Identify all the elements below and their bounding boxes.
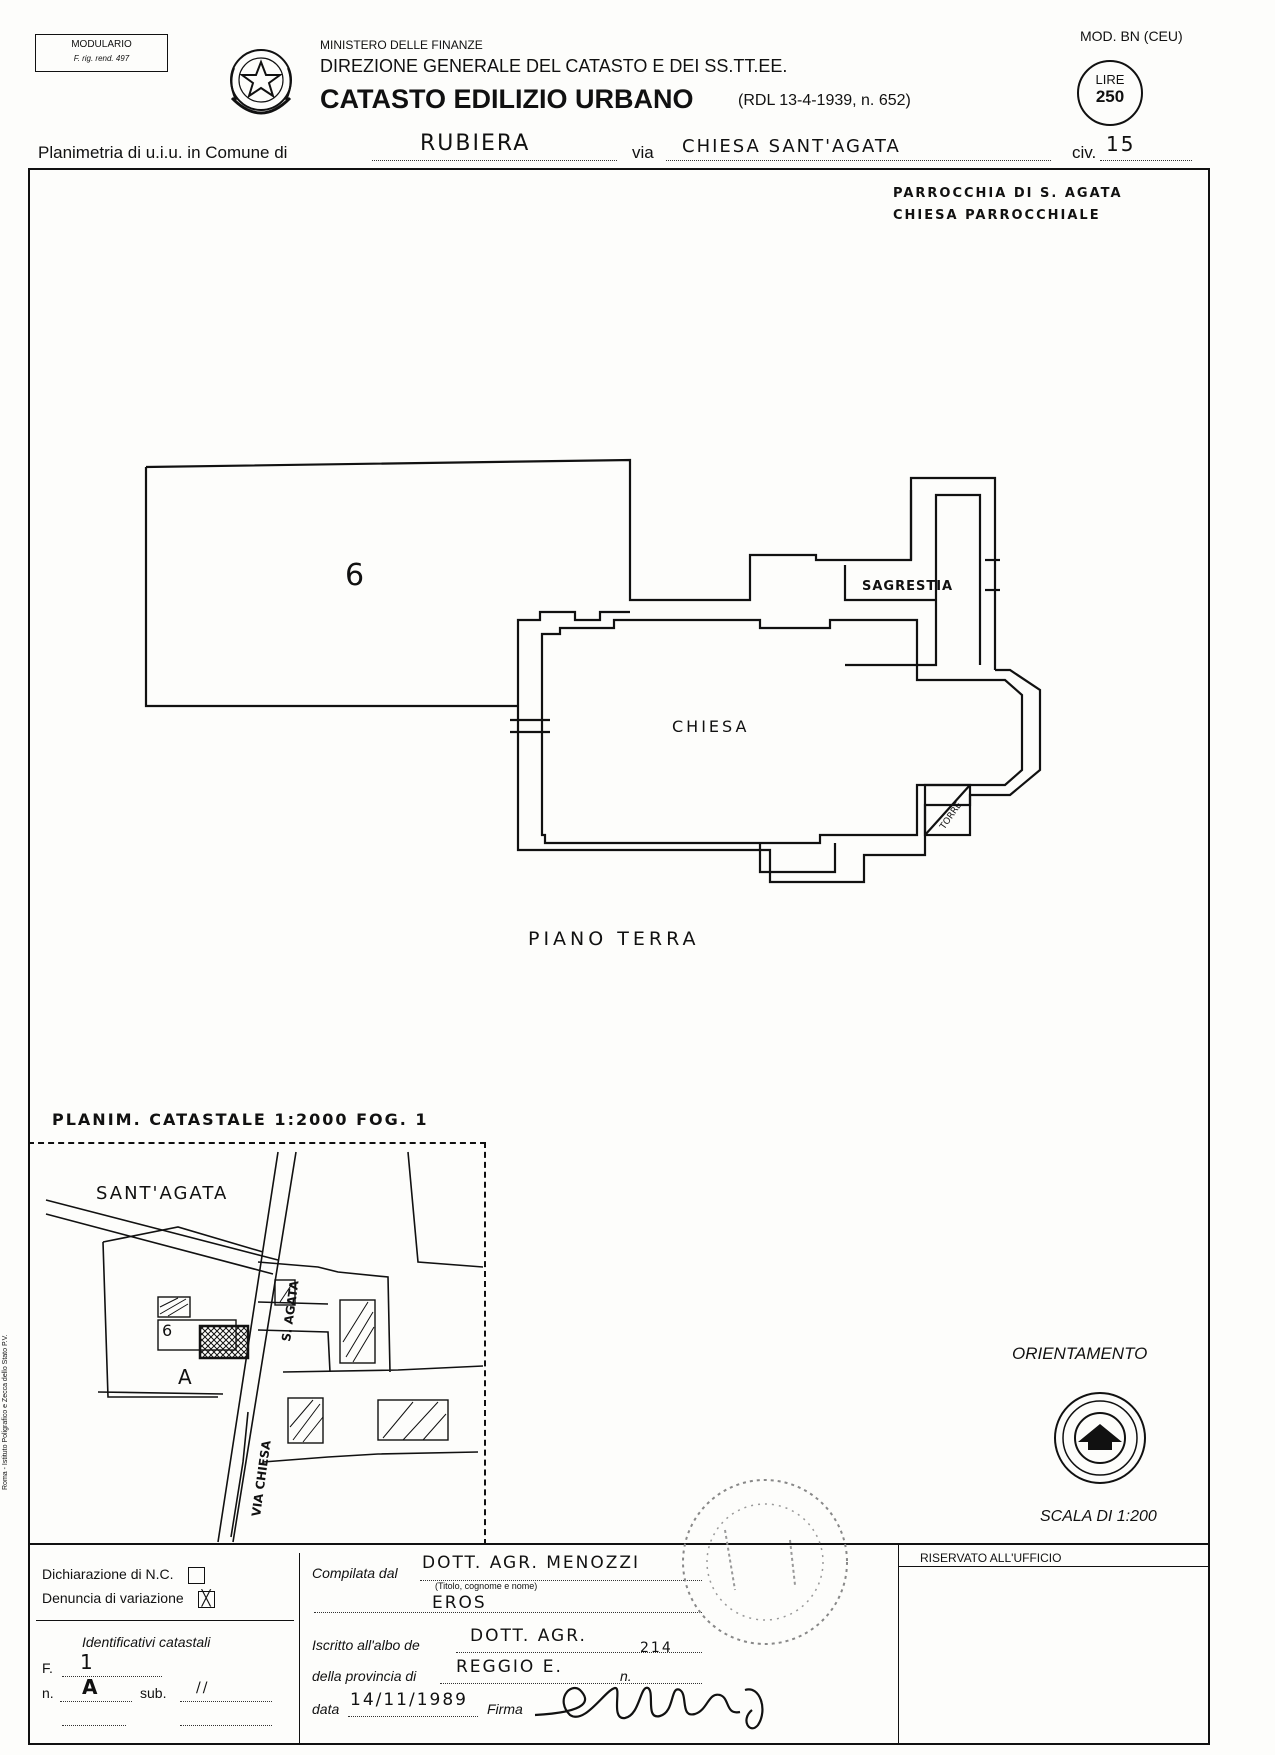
data-label: data [312,1701,340,1717]
label-civ: civ. [1072,143,1097,162]
orientation-label: ORIENTAMENTO [1012,1344,1148,1363]
plan-frame [28,168,1210,1545]
sub-label: sub. [140,1685,167,1701]
footer-divider-left [299,1553,300,1743]
church-outer-wall [516,668,1042,884]
lire-label: LIRE [1095,72,1125,87]
numero-label: n. [42,1685,54,1701]
riservato-label: RISERVATO ALL'UFFICIO [920,1551,1062,1565]
provincia-value: REGGIO E. [456,1657,563,1677]
keymap-parcel-number: 6 [162,1321,172,1340]
church-label: CHIESA [672,717,749,736]
comune-dotline [372,160,617,161]
via-value: CHIESA SANT'AGATA [682,136,901,157]
compilata-hint: (Titolo, cognome e nome) [435,1581,538,1591]
margin-print: Roma - Istituto Poligrafico e Zecca dell… [2,1334,9,1490]
modulario-line2: F. rig. rend. 497 [73,54,130,63]
owner-line2: CHIESA PARROCCHIALE [893,208,1101,223]
keymap-street-upper: S. AGATA [279,1279,302,1342]
direction: DIREZIONE GENERALE DEL CATASTO E DEI SS.… [320,56,788,76]
foglio-value: 1 [80,1650,95,1674]
compilata-dotline [420,1580,702,1581]
law-reference: (RDL 13-4-1939, n. 652) [738,92,911,109]
extra-dotline-2 [180,1725,272,1726]
compilata-label: Compilata dal [312,1565,398,1581]
extra-dotline-1 [62,1725,126,1726]
keymap-frame [28,1142,486,1545]
dichiarazione-row: Dichiarazione di N.C. [42,1566,205,1584]
sacristy-label: SAGRESTIA [862,579,953,594]
lire-value: 250 [1095,87,1125,106]
sub-value: // [196,1680,210,1696]
area-6-outline [145,458,997,670]
provincia-n-label: n. [620,1668,632,1684]
office-header-line [898,1566,1210,1567]
compilata-value: DOTT. AGR. MENOZZI [422,1553,641,1573]
sacristy-walls [843,493,982,667]
data-value: 14/11/1989 [350,1690,468,1710]
church-inner-wall [540,618,1024,845]
numero-value: A [82,1675,100,1699]
owner-line1: PARROCCHIA DI S. AGATA [893,186,1123,201]
numero-dotline [60,1701,132,1702]
floor-plan-drawing: 6 CHIESA SAGRESTIA TORRE PIANO TERRA [144,458,1042,950]
firma-label: Firma [487,1701,523,1717]
data-dotline [348,1716,478,1717]
foglio-label: F. [42,1660,53,1676]
albo-label: Iscritto all'albo de [312,1637,420,1653]
italian-republic-emblem-icon [230,49,292,115]
footer-divider-right [898,1545,899,1745]
modulario-box: MODULARIO F. rig. rend. 497 [35,34,168,72]
keymap-drawing: SANT'AGATA S. AGATA VIA CHIESA 6 A [45,1151,484,1543]
provincia-n-value: 214 [640,1640,673,1656]
identificativi-divider [36,1620,294,1621]
provincia-label: della provincia di [312,1668,417,1684]
footer-box [28,1545,1210,1745]
label-comune: Planimetria di u.i.u. in Comune di [38,143,288,162]
ministry: MINISTERO DELLE FINANZE [320,38,483,52]
denuncia-checkbox[interactable]: ╳ [197,1590,215,1608]
south-entrance [758,843,837,874]
provincia-dotline [440,1683,702,1684]
keymap-parcel-letter: A [178,1365,192,1389]
albo-dotline [456,1652,702,1653]
compilata-dotline-2 [314,1612,702,1613]
modulario-line1: MODULARIO [71,39,132,50]
via-dotline [666,160,1051,161]
denuncia-row: Denuncia di variazione ╳ [42,1590,215,1608]
signature-image [534,1686,764,1730]
foglio-dotline [62,1676,162,1677]
dichiarazione-checkbox[interactable] [187,1566,205,1584]
model-code: MOD. BN (CEU) [1080,28,1183,44]
stamp-duty-circle: LIRE 250 [1077,60,1143,126]
keymap-title: PLANIM. CATASTALE 1:2000 FOG. 1 [52,1110,429,1129]
compilata-value2: EROS [432,1593,487,1613]
keymap-place: SANT'AGATA [96,1183,228,1204]
identificativi-label: Identificativi catastali [82,1634,211,1650]
sub-dotline [180,1701,272,1702]
civ-dotline [1100,160,1192,161]
document-title: CATASTO EDILIZIO URBANO [320,84,694,114]
dichiarazione-label: Dichiarazione di N.C. [42,1566,174,1582]
denuncia-label: Denuncia di variazione [42,1590,184,1606]
official-stamp-icon [682,1479,848,1645]
scale-label: SCALA DI 1:200 [1040,1508,1157,1525]
keymap-street-lower: VIA CHIESA [249,1439,274,1518]
area-6-label: 6 [345,558,364,593]
albo-value: DOTT. AGR. [470,1626,587,1646]
label-via: via [632,143,654,162]
floor-label: PIANO TERRA [528,928,700,950]
tower-walls [923,783,972,837]
civ-value: 15 [1106,132,1136,156]
comune-value: RUBIERA [420,131,531,156]
north-arrow-icon [1054,1392,1146,1484]
